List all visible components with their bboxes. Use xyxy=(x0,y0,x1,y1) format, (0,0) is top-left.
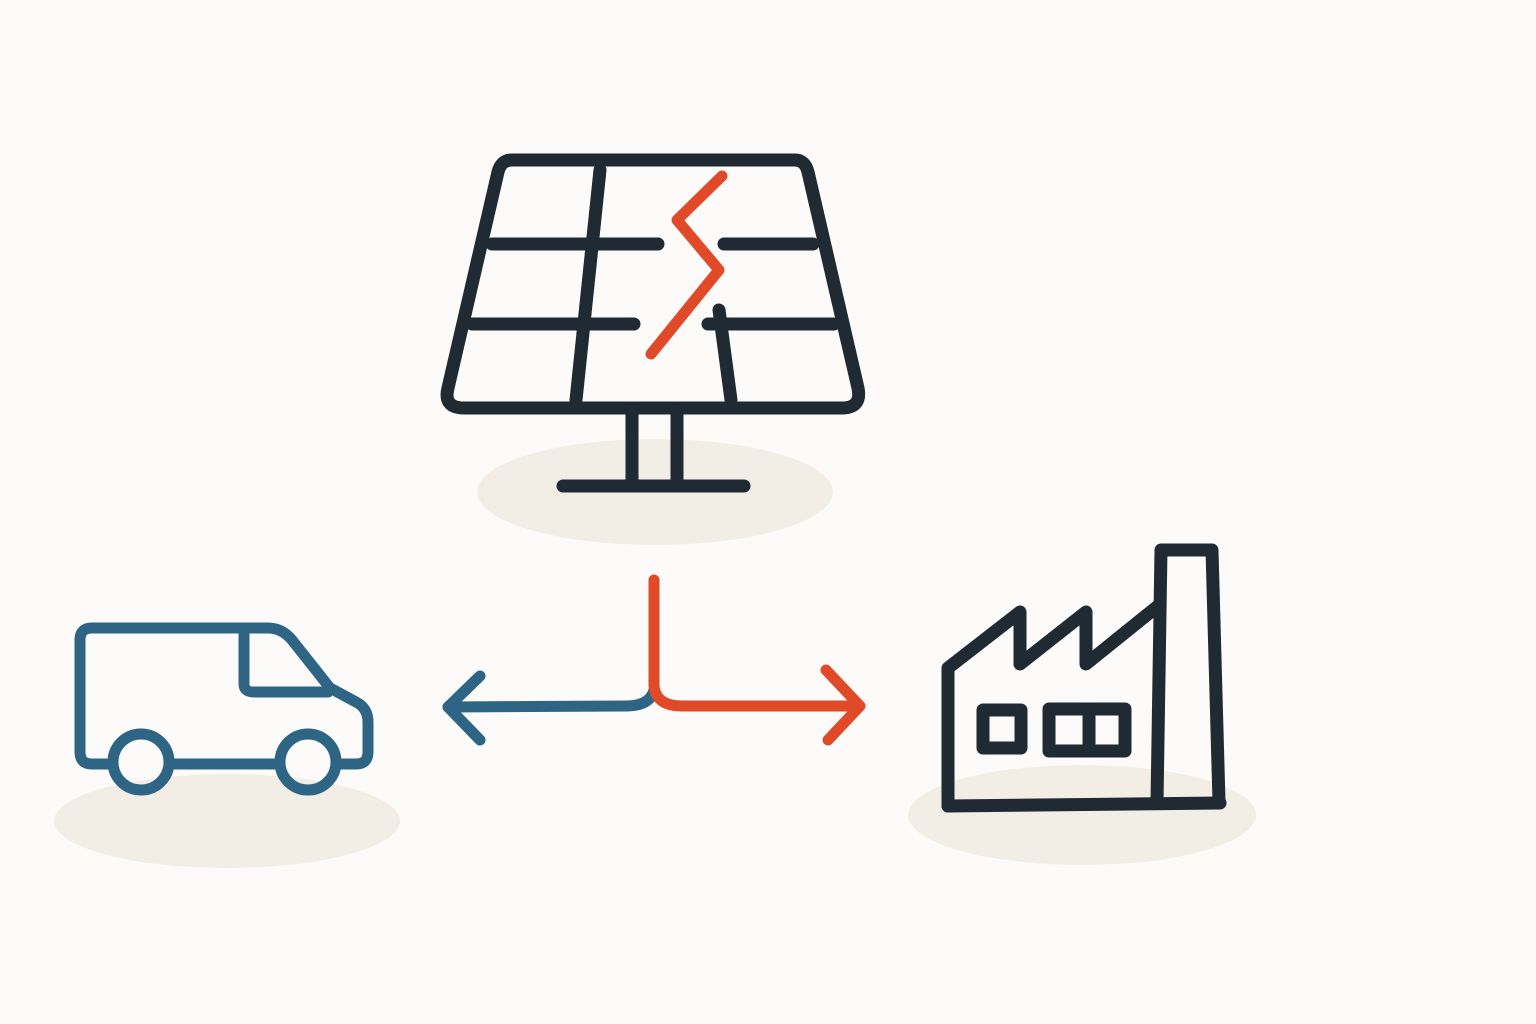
factory-window xyxy=(976,703,1028,755)
van-rear-wheel xyxy=(107,728,175,796)
lightning-bolt-icon xyxy=(645,170,728,360)
delivery-van-icon xyxy=(74,622,374,796)
factory-shadow xyxy=(908,765,1256,865)
arrow-to-factory xyxy=(648,574,866,746)
van-shadow xyxy=(54,774,400,868)
solar-panel-icon xyxy=(440,153,866,493)
arrow-to-van xyxy=(442,670,660,746)
van-front-wheel xyxy=(274,728,342,796)
factory-icon xyxy=(941,543,1227,813)
